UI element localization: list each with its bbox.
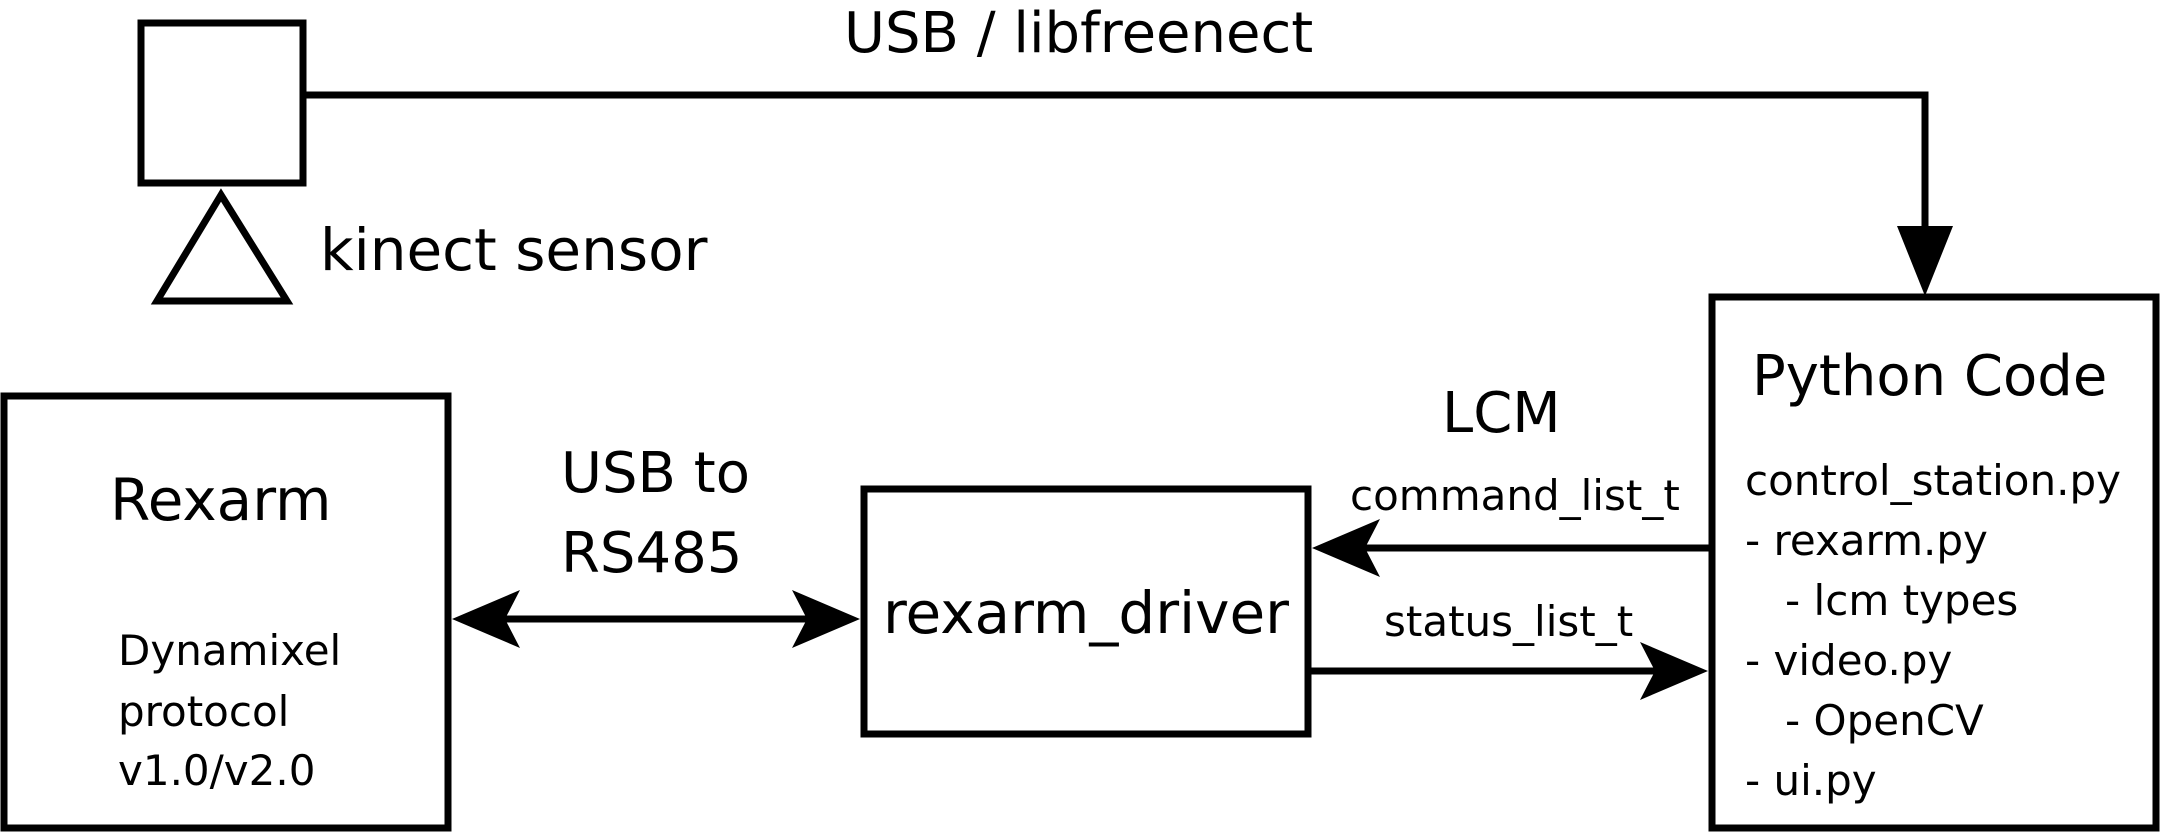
- status-arrowhead: [1640, 642, 1708, 700]
- usb-rs485-connection: USB to RS485: [452, 441, 860, 648]
- rexarm-driver-box-border: [860, 485, 1312, 738]
- python-code-line: - ui.py: [1745, 756, 1877, 805]
- python-code-title: Python Code: [1752, 344, 2107, 409]
- python-code-line: control_station.py: [1745, 456, 2121, 505]
- status-list-label: status_list_t: [1384, 597, 1633, 646]
- python-code-line: - OpenCV: [1745, 696, 1984, 745]
- usb-libfreenect-arrowhead: [1897, 226, 1953, 296]
- rexarm-box-border: [0, 392, 452, 832]
- usb-libfreenect-connection: USB / libfreenect: [303, 1, 1953, 296]
- usb-rs485-label-line1: USB to: [561, 441, 750, 506]
- command-arrowhead: [1312, 519, 1380, 577]
- python-code-line: - lcm types: [1745, 576, 2018, 625]
- usb-rs485-arrowhead-left: [452, 590, 520, 648]
- kinect-sensor-body: [137, 19, 307, 187]
- lcm-connection: LCM command_list_t status_list_t: [1310, 381, 1709, 700]
- kinect-sensor-label: kinect sensor: [320, 216, 708, 284]
- rexarm-line: v1.0/v2.0: [118, 746, 315, 795]
- rexarm-driver-box: rexarm_driver: [860, 485, 1312, 738]
- usb-libfreenect-line: [303, 91, 1929, 248]
- python-code-box: Python Code control_station.py - rexarm.…: [1708, 293, 2160, 832]
- usb-rs485-arrowhead-right: [792, 590, 860, 648]
- usb-libfreenect-label: USB / libfreenect: [844, 1, 1313, 66]
- python-code-line: - rexarm.py: [1745, 516, 1988, 565]
- rexarm-line: protocol: [118, 687, 289, 736]
- command-list-label: command_list_t: [1350, 471, 1680, 520]
- kinect-sensor-stand: [150, 188, 294, 305]
- lcm-label: LCM: [1442, 381, 1561, 446]
- rexarm-title: Rexarm: [110, 466, 332, 534]
- rexarm-line: Dynamixel: [118, 626, 341, 675]
- kinect-sensor: kinect sensor: [137, 19, 708, 305]
- rexarm-box: Rexarm Dynamixel protocol v1.0/v2.0: [0, 392, 452, 832]
- python-code-line: - video.py: [1745, 636, 1952, 685]
- python-code-box-border: [1708, 293, 2160, 832]
- rexarm-driver-title: rexarm_driver: [883, 579, 1289, 647]
- usb-rs485-label-line2: RS485: [561, 521, 742, 586]
